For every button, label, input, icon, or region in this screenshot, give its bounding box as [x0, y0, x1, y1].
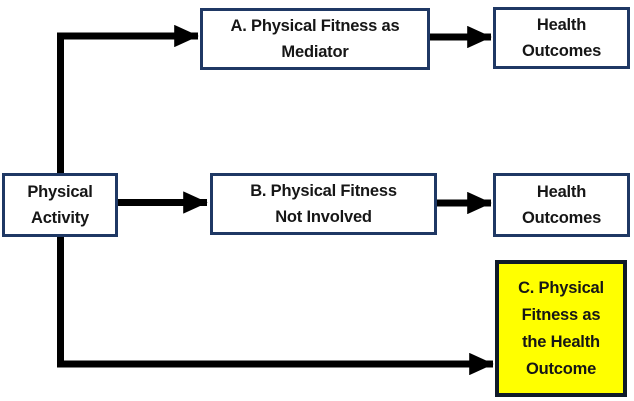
node-label-line: C. Physical [518, 278, 604, 297]
node-label-line: Activity [30, 209, 89, 227]
node-health-outcomes-middle: Health Outcomes [493, 173, 630, 237]
node-path-a-fitness-as-mediator: A. Physical Fitness as Mediator [200, 8, 430, 70]
node-label-line: Fitness as [521, 305, 601, 324]
node-physical-activity: Physical Activity [2, 173, 118, 237]
node-label-line: Outcomes [521, 42, 602, 60]
node-label-line: Physical [27, 183, 93, 201]
node-label-line: B. Physical Fitness [250, 182, 397, 200]
arrow-physical-activity-to-path-c [57, 237, 494, 376]
node-health-outcomes-top: Health Outcomes [493, 7, 630, 69]
node-label-line: A. Physical Fitness as [230, 17, 400, 35]
node-label-line: Not Involved [275, 208, 372, 226]
arrow-physical-activity-to-path-a [57, 24, 199, 173]
node-label-line: Health [536, 183, 587, 201]
node-path-c-fitness-as-health-outcome: C. Physical Fitness as the Health Outcom… [495, 260, 627, 397]
node-label-line: Outcome [525, 359, 597, 378]
node-label-line: the Health [522, 332, 600, 351]
node-label-line: Outcomes [521, 209, 602, 227]
node-label-line: Health [536, 16, 587, 34]
node-label-line: Mediator [281, 43, 349, 61]
node-path-b-fitness-not-involved: B. Physical Fitness Not Involved [210, 173, 437, 235]
